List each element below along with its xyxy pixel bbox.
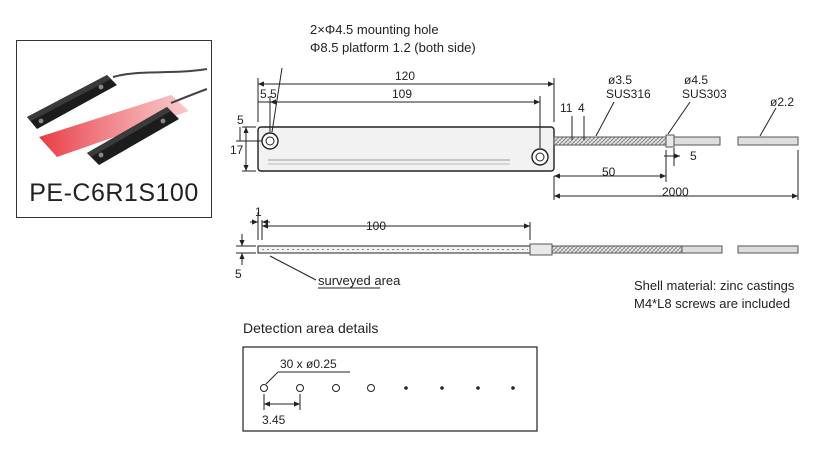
callout-platform: Φ8.5 platform 1.2 (both side): [310, 40, 476, 55]
detection-title: Detection area details: [243, 320, 379, 336]
callout-cable2-dia: ø4.5: [684, 73, 708, 87]
dim-5-right: 5: [690, 149, 697, 163]
dim-hole-pitch: 109: [392, 87, 412, 101]
dim-hole-height: 5: [237, 113, 244, 127]
side-sleeve: [529, 243, 553, 256]
light-beam: [39, 95, 189, 157]
detection-detail-box: [242, 346, 538, 432]
model-number: PE-C6R1S100: [29, 179, 199, 207]
dim-side-5: 5: [235, 267, 242, 281]
product-photo-box: PE-C6R1S100: [16, 40, 212, 218]
cable-sus303: [673, 136, 721, 146]
side-cable: [551, 245, 683, 254]
side-cable-end: [681, 245, 723, 254]
dim-side-100: 100: [366, 219, 386, 233]
callout-detail-pitch: 30 x ø0.25: [280, 357, 337, 371]
sensor-top: [27, 75, 117, 129]
detect-point: [332, 384, 340, 392]
callout-surveyed-area: surveyed area: [318, 273, 401, 288]
top-view: [236, 67, 799, 200]
sensor-bottom: [87, 107, 179, 165]
detect-point: [260, 384, 268, 392]
side-view: [236, 212, 799, 281]
cable-sus316: [553, 136, 667, 146]
callout-cable1-mat: SUS316: [606, 87, 651, 101]
detect-point: [296, 384, 304, 392]
detect-point: [511, 386, 515, 390]
screws-note: M4*L8 screws are included: [634, 296, 791, 311]
dim-sleeve-len: 50: [602, 165, 616, 179]
cable-sleeve: [665, 134, 675, 148]
detect-point: [440, 386, 444, 390]
dim-total-length: 120: [395, 69, 415, 83]
callout-cable2-mat: SUS303: [682, 87, 727, 101]
cable-bottom: [170, 88, 207, 104]
callout-fiber-dia: ø2.2: [770, 95, 794, 109]
dim-cable-len: 2000: [662, 185, 689, 199]
cable-top: [112, 68, 207, 78]
fiber-end: [737, 136, 799, 146]
detect-point: [367, 384, 375, 392]
dim-11: 11: [560, 101, 573, 115]
detection-points: [260, 384, 515, 392]
dim-4: 4: [578, 101, 585, 115]
product-image: [27, 68, 207, 165]
detect-point: [476, 386, 480, 390]
dim-detail-gap: 3.45: [262, 413, 286, 427]
material-note: Shell material: zinc castings: [634, 278, 795, 293]
callout-mounting-hole: 2×Φ4.5 mounting hole: [310, 22, 439, 37]
side-fiber-end: [737, 245, 799, 254]
detect-point: [404, 386, 408, 390]
dim-body-height: 17: [230, 143, 244, 157]
dim-hole-offset: 5.5: [260, 87, 277, 101]
callout-cable1-dia: ø3.5: [608, 73, 632, 87]
dim-side-1: 1: [255, 205, 262, 219]
